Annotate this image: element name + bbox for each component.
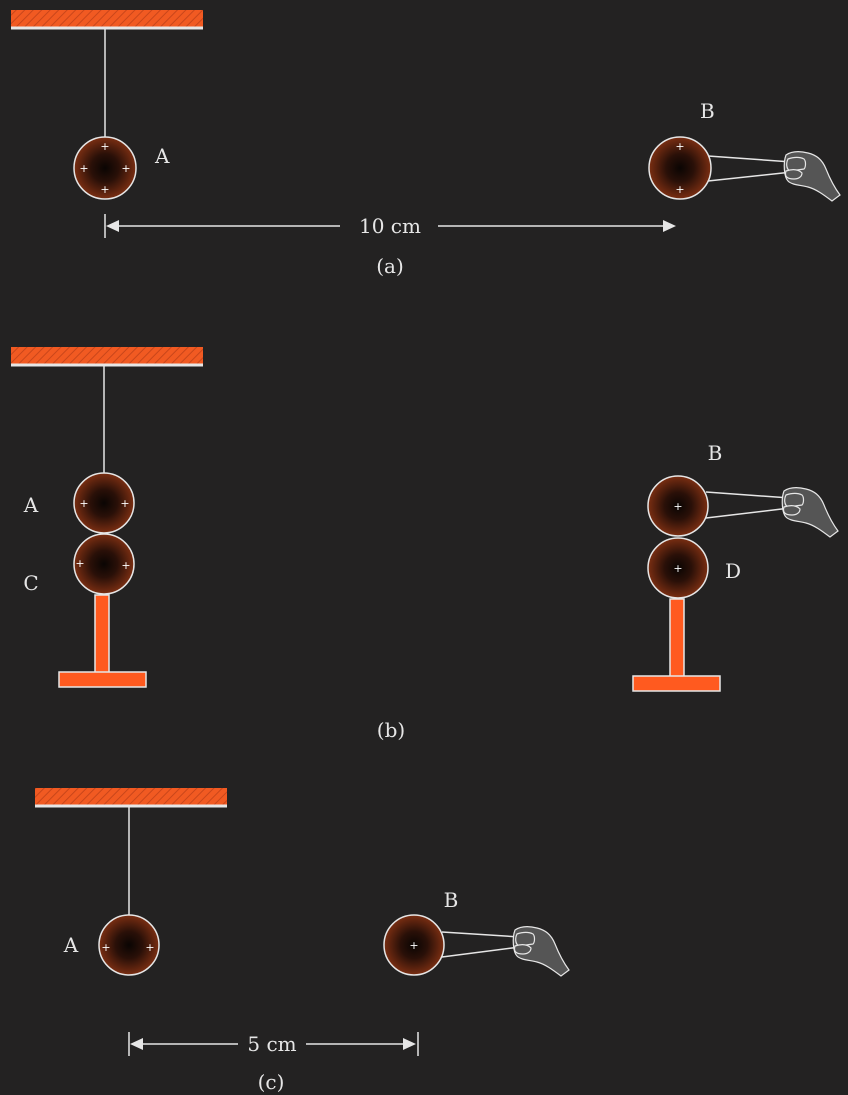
charge-sign: + xyxy=(79,162,88,175)
distance-marker xyxy=(104,214,676,238)
sphere-d: + xyxy=(647,537,709,599)
insulating-stand-d xyxy=(632,598,721,692)
tongs xyxy=(707,155,793,182)
sphere-c: + + xyxy=(73,533,135,595)
charge-sign: + xyxy=(100,183,109,196)
caption-a: (a) xyxy=(376,254,404,278)
sphere-a: + + xyxy=(73,472,135,534)
sphere-a: + + xyxy=(98,914,160,976)
charge-sign: + xyxy=(75,557,84,570)
label-b: B xyxy=(444,888,459,912)
charge-sign: + xyxy=(79,497,88,510)
caption-c: (c) xyxy=(258,1070,285,1094)
label-b: B xyxy=(708,441,723,465)
tongs xyxy=(441,931,521,958)
sphere-b: + xyxy=(647,475,709,537)
sphere-b: + xyxy=(383,914,445,976)
charge-sign: + xyxy=(145,941,154,954)
charge-sign: + xyxy=(120,497,129,510)
distance-marker xyxy=(128,1032,419,1056)
label-a: A xyxy=(63,933,79,957)
label-d: D xyxy=(725,559,741,583)
charge-sign: + xyxy=(675,140,684,153)
charge-sign: + xyxy=(121,559,130,572)
panel-b: + + + + A C + B + D xyxy=(11,347,839,742)
hand-icon xyxy=(781,487,839,538)
distance-label: 10 cm xyxy=(359,214,421,238)
label-a: A xyxy=(23,493,39,517)
insulating-stand-c xyxy=(58,594,147,688)
charge-sign: + xyxy=(673,562,682,575)
charge-sign: + xyxy=(121,162,130,175)
distance-label: 5 cm xyxy=(247,1032,296,1056)
hand-icon xyxy=(783,151,841,202)
charge-sign: + xyxy=(100,140,109,153)
ceiling-support xyxy=(11,10,203,27)
charge-sign: + xyxy=(675,183,684,196)
caption-b: (b) xyxy=(377,718,405,742)
panel-a: + + + + A + + B 10 cm (a) xyxy=(11,10,841,278)
ceiling-support xyxy=(35,788,227,805)
sphere-a: + + + + xyxy=(73,136,137,200)
label-b: B xyxy=(700,99,715,123)
sphere-b: + + xyxy=(648,136,712,200)
charge-sign: + xyxy=(101,941,110,954)
tongs xyxy=(705,491,791,519)
hand-icon xyxy=(512,926,570,977)
label-c: C xyxy=(23,571,38,595)
charge-sign: + xyxy=(673,500,682,513)
ceiling-support xyxy=(11,347,203,364)
label-a: A xyxy=(154,144,170,168)
panel-c: + + A + B 5 cm (c) xyxy=(35,788,570,1094)
charge-sign: + xyxy=(409,939,418,952)
